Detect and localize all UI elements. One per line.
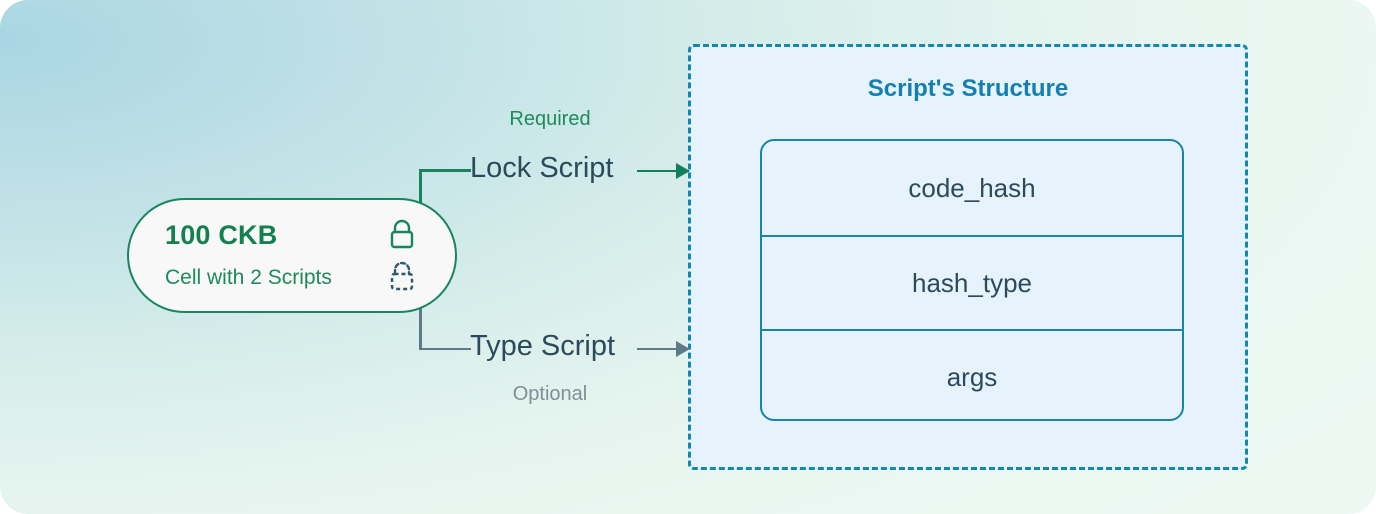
cell-card: 100 CKB Cell with 2 Scripts [127,198,457,313]
lock-arrow-line [637,169,689,172]
script-structure-panel: Script's Structure code_hash hash_type a… [688,44,1248,470]
type-arrow-line [637,347,689,350]
script-fields-box: code_hash hash_type args [760,139,1184,421]
cell-caption-label: Cell with 2 Scripts [165,266,332,289]
script-field-row: hash_type [762,235,1182,329]
lock-arrow-head [676,163,690,179]
lock-connector-horizontal [419,169,471,172]
type-connector-vertical [419,282,422,350]
lock-script-label: Lock Script [470,152,614,184]
type-arrow-head [676,341,690,357]
type-connector-horizontal [419,347,471,350]
lock-dashed-icon [385,259,419,295]
lock-script-note: Required [509,108,591,130]
cell-amount-label: 100 CKB [165,220,278,250]
type-script-label: Type Script [470,330,616,362]
lock-solid-icon [385,217,419,253]
script-field-row: code_hash [908,172,1036,203]
cell-icon-group [383,217,425,299]
script-field-row: args [762,329,1182,419]
script-structure-title: Script's Structure [867,75,1069,102]
type-script-note: Optional [512,383,588,405]
